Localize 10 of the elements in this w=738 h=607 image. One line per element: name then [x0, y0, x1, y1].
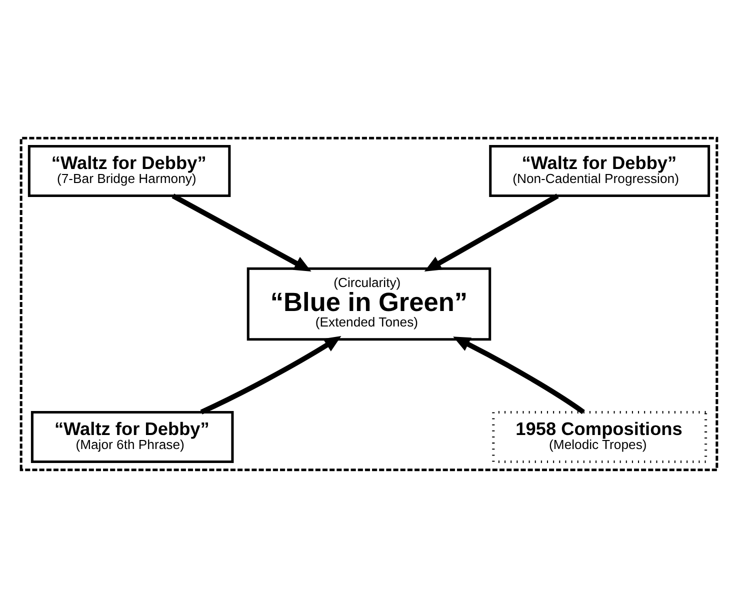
node-box: “Waltz for Debby” (7-Bar Bridge Harmony)	[28, 144, 231, 197]
node-box: “Waltz for Debby” (Non-Cadential Progression)	[489, 144, 710, 197]
node-box: (Circularity) “Blue in Green” (Extended Tones)	[246, 266, 492, 340]
node-box: “Waltz for Debby” (Major 6th Phrase)	[30, 410, 234, 463]
cluster	[20, 136, 718, 471]
node-box: 1958 Compositions (Melodic Tropes)	[492, 410, 708, 463]
arrow	[200, 336, 342, 414]
arrow	[424, 193, 559, 272]
arrow	[172, 193, 312, 271]
arrow	[453, 336, 585, 414]
